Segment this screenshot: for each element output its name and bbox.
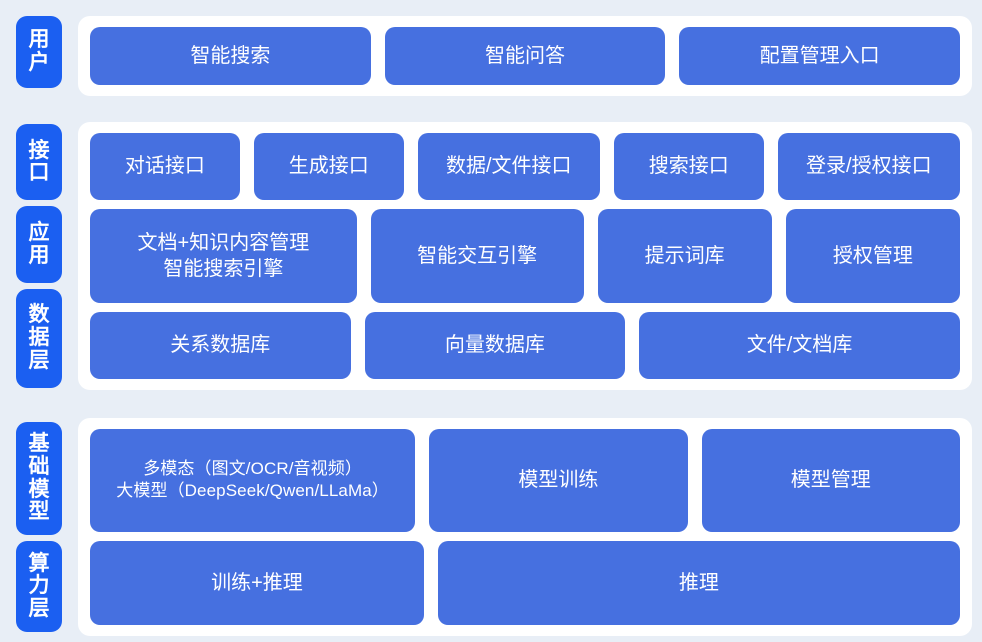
cell-training-plus-inference[interactable]: 训练+推理 <box>90 540 424 626</box>
rail-badge-compute-layer[interactable]: 算力层 <box>16 541 62 633</box>
band-middle: 接口 应用 数据层 对话接口 生成接口 数据/文件接口 搜索接口 登录/授权接口… <box>0 122 982 390</box>
band-user-row-1: 智能搜索 智能问答 配置管理入口 <box>90 27 961 85</box>
rail-badge-application-label: 应用 <box>28 220 50 267</box>
band-middle-panel: 对话接口 生成接口 数据/文件接口 搜索接口 登录/授权接口 文档+知识内容管理… <box>78 122 972 390</box>
rail-badge-foundation-model[interactable]: 基础模型 <box>16 422 62 536</box>
rail-badge-interface[interactable]: 接口 <box>16 124 62 201</box>
band-user-rail: 用户 <box>0 8 78 104</box>
cell-smart-interaction-engine[interactable]: 智能交互引擎 <box>370 209 584 303</box>
rail-badge-data-layer-label: 数据层 <box>28 303 50 372</box>
band-foundation: 基础模型 算力层 多模态（图文/OCR/音视频） 大模型（DeepSeek/Qw… <box>0 418 982 636</box>
cell-prompt-library[interactable]: 提示词库 <box>597 209 772 303</box>
cell-file-document-store[interactable]: 文件/文档库 <box>639 311 960 379</box>
rail-badge-data-layer[interactable]: 数据层 <box>16 288 62 388</box>
rail-divider-2 <box>0 283 78 289</box>
cell-model-training[interactable]: 模型训练 <box>429 429 688 532</box>
band-user: 用户 智能搜索 智能问答 配置管理入口 <box>0 8 982 104</box>
cell-generation-interface[interactable]: 生成接口 <box>253 133 404 201</box>
band-middle-row-application: 文档+知识内容管理 智能搜索引擎 智能交互引擎 提示词库 授权管理 <box>90 209 961 303</box>
rail-badge-user-label: 用户 <box>28 28 50 74</box>
rail-badge-compute-layer-label: 算力层 <box>28 551 50 621</box>
band-foundation-row-models: 多模态（图文/OCR/音视频） 大模型（DeepSeek/Qwen/LLaMa）… <box>90 429 961 532</box>
cell-inference[interactable]: 推理 <box>437 540 960 626</box>
cell-vector-database[interactable]: 向量数据库 <box>364 311 626 379</box>
band-middle-rail: 接口 应用 数据层 <box>0 122 78 390</box>
cell-search-interface[interactable]: 搜索接口 <box>613 133 764 201</box>
rail-badge-foundation-model-label: 基础模型 <box>28 432 50 524</box>
band-user-panel: 智能搜索 智能问答 配置管理入口 <box>78 16 972 96</box>
cell-authorization-management[interactable]: 授权管理 <box>785 209 961 303</box>
cell-config-management-entry[interactable]: 配置管理入口 <box>679 27 961 85</box>
rail-badge-application[interactable]: 应用 <box>16 206 62 283</box>
cell-relational-database[interactable]: 关系数据库 <box>90 311 351 379</box>
cell-smart-qa[interactable]: 智能问答 <box>384 27 666 85</box>
cell-dialog-interface[interactable]: 对话接口 <box>90 133 240 201</box>
band-middle-row-interface: 对话接口 生成接口 数据/文件接口 搜索接口 登录/授权接口 <box>90 133 960 201</box>
rail-badge-interface-label: 接口 <box>28 138 50 185</box>
cell-login-auth-interface[interactable]: 登录/授权接口 <box>777 133 960 201</box>
cell-document-knowledge-management[interactable]: 文档+知识内容管理 智能搜索引擎 <box>90 209 357 303</box>
band-foundation-row-compute: 训练+推理 推理 <box>90 540 960 626</box>
band-middle-row-data: 关系数据库 向量数据库 文件/文档库 <box>90 311 960 379</box>
cell-model-management[interactable]: 模型管理 <box>701 429 961 532</box>
cell-data-file-interface[interactable]: 数据/文件接口 <box>417 133 600 201</box>
band-foundation-panel: 多模态（图文/OCR/音视频） 大模型（DeepSeek/Qwen/LLaMa）… <box>78 418 972 636</box>
band-foundation-rail: 基础模型 算力层 <box>0 418 78 636</box>
cell-multimodal-large-model[interactable]: 多模态（图文/OCR/音视频） 大模型（DeepSeek/Qwen/LLaMa） <box>90 429 416 532</box>
rail-badge-user[interactable]: 用户 <box>16 16 62 88</box>
cell-smart-search[interactable]: 智能搜索 <box>90 27 371 85</box>
